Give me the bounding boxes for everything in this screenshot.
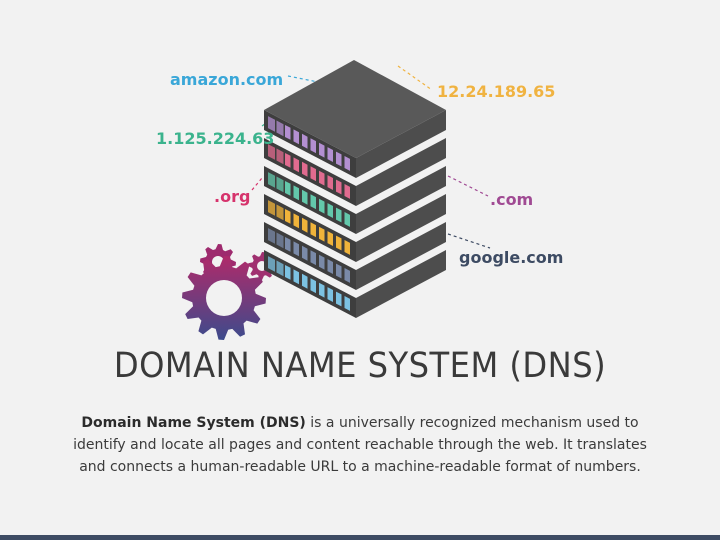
page-title: DOMAIN NAME SYSTEM (DNS) [113,346,607,386]
server-slot [327,231,333,246]
server-slot [302,217,308,233]
server-slot [327,259,333,274]
label-ip-1-125-224-63: 1.125.224.63 [156,129,275,148]
server-slot [344,184,350,199]
server-slot [268,256,275,272]
server-slot [268,116,275,132]
server-slot [285,209,291,224]
server-rack-icon [264,60,446,318]
label-google-com: google.com [459,248,564,267]
server-slot [310,166,316,182]
server-slot [319,170,325,186]
server-slot [319,226,325,242]
server-slot [327,147,333,162]
server-slot [268,200,275,216]
dns-illustration: amazon.com 12.24.189.65 1.125.224.63 .or… [156,60,564,340]
server-slot [327,175,333,190]
server-slot [276,176,284,193]
server-top [264,60,446,158]
server-slot [293,157,299,173]
server-slot [285,153,291,168]
connector-line [287,75,319,83]
server-slot [302,189,308,205]
server-slot [285,237,291,252]
server-slot [276,260,284,277]
server-slot [268,172,275,188]
server-slot [276,120,284,137]
server-unit [264,250,446,318]
server-slot [336,263,342,279]
connector-line [397,65,433,91]
server-slot [293,185,299,201]
server-slot [302,161,308,177]
label-com: .com [490,190,534,209]
server-slot [344,212,350,227]
server-slot [293,129,299,145]
server-slot [319,282,325,298]
server-slot [285,181,291,196]
footer-bar [0,535,720,540]
server-slot [302,273,308,289]
server-slot [336,291,342,307]
server-slot [319,254,325,270]
server-slot [344,268,350,283]
large-gear-icon [182,256,266,340]
server-illustration-svg [182,60,491,340]
server-slot [336,151,342,167]
server-slot [293,213,299,229]
server-slot [302,245,308,261]
server-slot [293,241,299,257]
label-amazon-com: amazon.com [170,70,284,89]
server-slot [344,296,350,311]
server-slot [302,133,308,149]
gear-icon [182,244,276,340]
server-unit [264,194,446,262]
server-slot [276,204,284,221]
server-slot [268,228,275,244]
server-slot [310,250,316,266]
server-unit [264,222,446,290]
label-ip-12-24-189-65: 12.24.189.65 [437,82,556,101]
server-unit [264,166,446,234]
connector-line [447,175,489,197]
connector-line [447,233,491,249]
server-slot [276,232,284,249]
server-slot [285,265,291,280]
server-slot [319,198,325,214]
connector-line [251,177,263,191]
description-rest: is a universally recognized mechanism us… [73,415,647,475]
server-slot [344,240,350,255]
server-slot [336,235,342,251]
server-unit [264,138,446,206]
server-slot [310,278,316,294]
server-slot [285,125,291,140]
description-text: Domain Name System (DNS) is a universall… [70,412,650,478]
server-slot [327,287,333,302]
server-slot [344,156,350,171]
server-slot [319,142,325,158]
server-slot [293,269,299,285]
server-slot [268,144,275,160]
server-slot [336,207,342,223]
server-slot [276,148,284,165]
server-slot [310,222,316,238]
server-slot [310,194,316,210]
label-org: .org [214,187,251,206]
server-unit [264,110,446,178]
description-bold: Domain Name System (DNS) [81,415,306,431]
server-slot [327,203,333,218]
server-slot [336,179,342,195]
server-slot [310,138,316,154]
